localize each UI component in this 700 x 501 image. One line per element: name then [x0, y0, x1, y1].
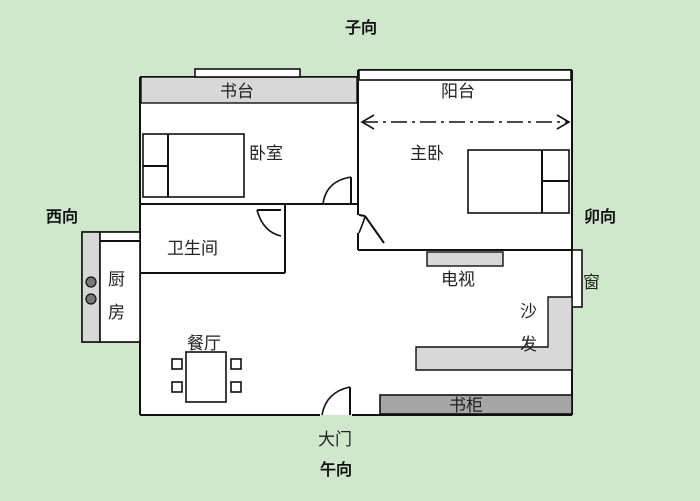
bedroom-label: 卧室: [249, 144, 283, 164]
bookcase: [379, 394, 573, 415]
balcony-label: 阳台: [441, 82, 475, 102]
south-direction-label: 午向: [320, 460, 352, 479]
east-window: [571, 249, 583, 308]
bedroom-door: [322, 176, 352, 205]
desk-label: 书台: [220, 82, 254, 102]
master-bedroom-label: 主卧: [410, 144, 444, 164]
main-door-label: 大门: [318, 430, 352, 450]
tv-unit: [426, 251, 504, 267]
sofa-label-top: 沙: [520, 302, 537, 322]
bedroom-bed: [142, 133, 245, 198]
kitchen-label-top: 厨: [108, 270, 125, 290]
bathroom-label: 卫生间: [167, 239, 218, 259]
stove-burner-icon: [85, 293, 97, 305]
east-direction-label: 卯向: [584, 207, 616, 226]
dining-label: 餐厅: [187, 334, 221, 354]
desk-window-frame: [194, 68, 301, 78]
window-label: 窗: [583, 273, 600, 293]
kitchen-label-bottom: 房: [108, 303, 125, 323]
bathroom-door: [256, 209, 282, 237]
dining-table: [171, 351, 242, 403]
main-door: [321, 386, 351, 416]
balcony-rail: [358, 69, 572, 81]
kitchen-counter: [81, 231, 141, 343]
interior-walls: [140, 70, 572, 274]
west-direction-label: 西向: [46, 207, 78, 226]
tv-label: 电视: [441, 270, 475, 290]
master-bedroom-door: [358, 214, 385, 244]
north-direction-label: 子向: [345, 18, 377, 37]
sofa: [415, 296, 573, 371]
floor-area: [140, 70, 572, 415]
master-bed: [467, 149, 570, 214]
bookcase-label: 书柜: [449, 396, 483, 416]
balcony-span-arrow: [360, 114, 571, 130]
stove-burner-icon: [85, 276, 97, 288]
sofa-label-bottom: 发: [520, 335, 537, 355]
